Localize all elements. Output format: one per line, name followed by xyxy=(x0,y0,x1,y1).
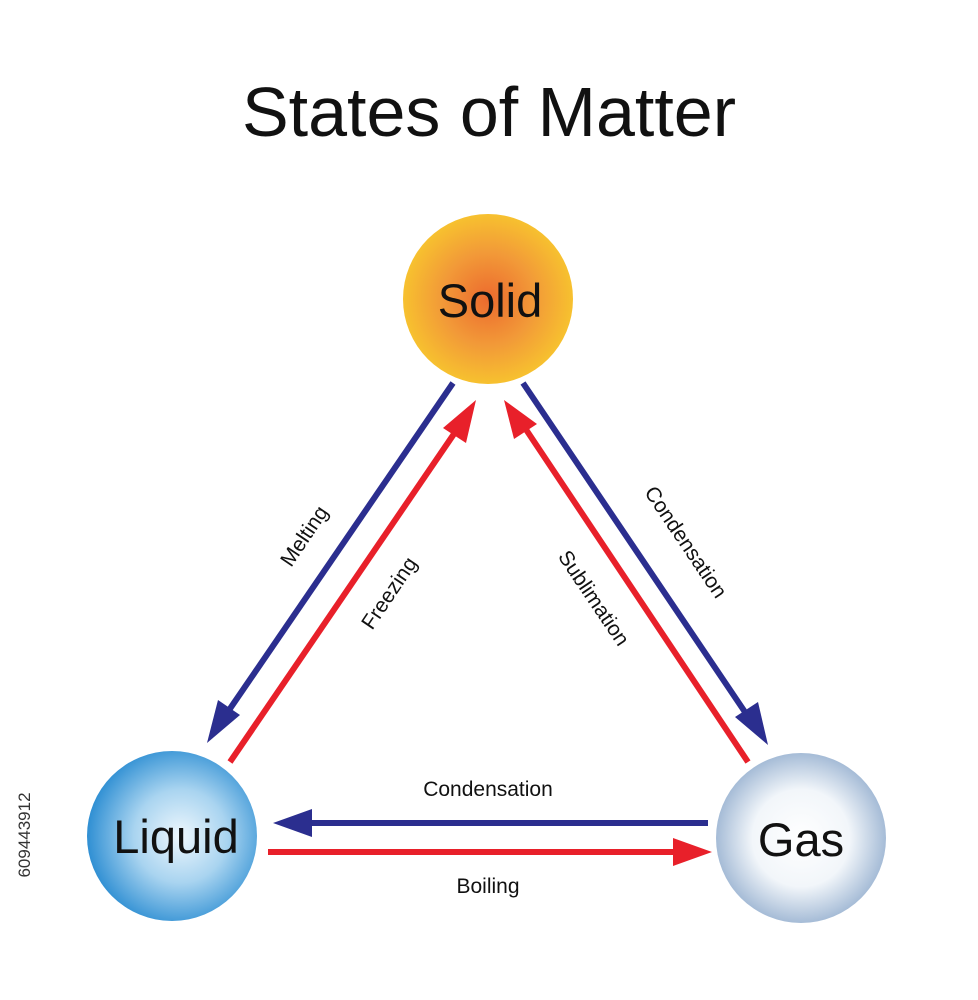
sublimation-label: Sublimation xyxy=(553,546,633,650)
gas-node: Gas xyxy=(716,753,886,923)
stock-id-text: 609443912 xyxy=(15,792,34,877)
solid-to-gas-condensation-label: Condensation xyxy=(640,482,732,602)
boiling-arrow xyxy=(268,838,712,866)
melting-label: Melting xyxy=(276,502,333,571)
gas-label: Gas xyxy=(758,813,844,866)
melting-arrow xyxy=(207,381,456,743)
liquid-node: Liquid xyxy=(87,751,257,921)
boiling-label: Boiling xyxy=(456,875,519,898)
gas-to-liquid-condensation-label: Condensation xyxy=(423,778,553,801)
liquid-label: Liquid xyxy=(113,810,238,863)
gas-to-liquid-condensation-arrow xyxy=(273,809,708,837)
solid-label: Solid xyxy=(438,274,543,327)
solid-node: Solid xyxy=(403,214,573,384)
solid-to-gas-condensation-arrow xyxy=(520,381,768,745)
diagram-title: States of Matter xyxy=(242,73,736,151)
freezing-arrow xyxy=(227,400,476,764)
sublimation-arrow xyxy=(504,400,751,764)
